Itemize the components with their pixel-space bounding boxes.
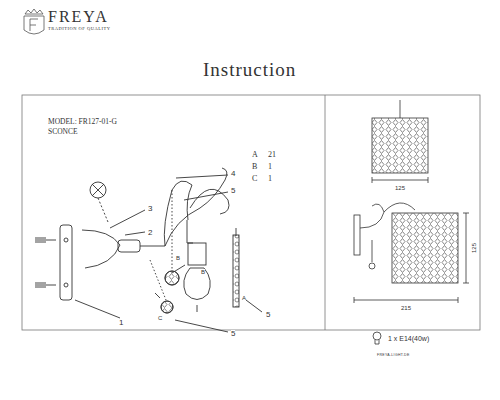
model-number: MODEL: FR127-01-G bbox=[48, 118, 117, 126]
part-letter: B bbox=[201, 269, 205, 275]
callout-number: 5 bbox=[231, 187, 235, 195]
part-letter: B bbox=[176, 255, 180, 261]
callout-number: 5 bbox=[266, 311, 270, 319]
callout-number: 3 bbox=[148, 205, 152, 213]
brand-name: FREYA bbox=[48, 9, 109, 25]
website: FREYA-LIGHT.DE bbox=[377, 354, 410, 358]
callout-number: 2 bbox=[148, 229, 152, 237]
tagline: TRADITION OF QUALITY bbox=[48, 27, 111, 32]
table-count: 1 bbox=[268, 175, 272, 183]
logo-mark bbox=[24, 9, 44, 34]
table-letter: C bbox=[252, 175, 257, 183]
dimension: 125 bbox=[395, 185, 405, 191]
callout-number: 5 bbox=[231, 330, 235, 338]
table-count: 21 bbox=[268, 151, 276, 159]
table-letter: A bbox=[252, 151, 258, 159]
callout-number: 4 bbox=[231, 170, 235, 178]
product-type: SCONCE bbox=[48, 128, 78, 136]
dimension-views bbox=[354, 100, 469, 344]
frame bbox=[22, 95, 480, 330]
dimension: 215 bbox=[401, 305, 411, 311]
sconce-drawing bbox=[35, 168, 262, 332]
title: Instruction bbox=[203, 60, 296, 79]
table-count: 1 bbox=[268, 163, 272, 171]
dimension: 125 bbox=[471, 243, 477, 253]
part-letter: A bbox=[242, 295, 246, 301]
part-letter: C bbox=[158, 315, 162, 321]
table-letter: B bbox=[252, 163, 257, 171]
callout-number: 1 bbox=[119, 319, 123, 327]
bulb-spec: 1 x E14(40w) bbox=[388, 335, 429, 342]
